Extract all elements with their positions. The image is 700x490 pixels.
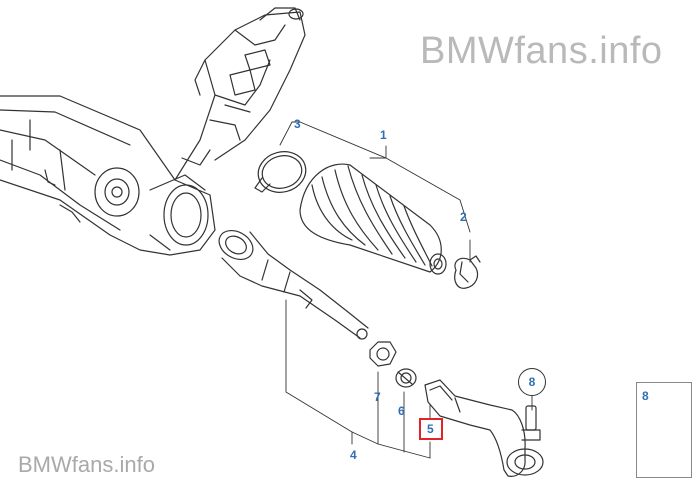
steering-rack-housing: [0, 7, 306, 256]
callout-8-circle[interactable]: 8: [518, 368, 546, 396]
callout-1[interactable]: 1: [380, 128, 387, 142]
watermark-bottom: BMWfans.info: [18, 452, 155, 477]
callout-2[interactable]: 2: [460, 210, 467, 224]
panel-callout-8: 8: [642, 389, 649, 403]
inner-tie-rod-part-4: [218, 229, 369, 340]
clamp-part-2: [454, 255, 481, 289]
leader-lines: [279, 121, 533, 459]
bellows-part-1: [299, 163, 447, 275]
callout-7[interactable]: 7: [374, 390, 381, 404]
clamp-part-3: [254, 151, 307, 193]
sleeve-part-6: [395, 368, 417, 388]
watermark-top: BMWfans.info: [420, 30, 663, 72]
callout-4[interactable]: 4: [350, 448, 357, 462]
callout-8-label: 8: [528, 375, 536, 389]
callout-6[interactable]: 6: [398, 404, 405, 418]
part-8-panel[interactable]: 8: [636, 382, 692, 478]
nut-part-7: [369, 341, 397, 367]
callout-5[interactable]: 5: [427, 422, 434, 436]
tie-rod-end-part-5: [424, 379, 544, 477]
selected-part-highlight: [419, 418, 443, 440]
callout-3[interactable]: 3: [294, 117, 301, 131]
